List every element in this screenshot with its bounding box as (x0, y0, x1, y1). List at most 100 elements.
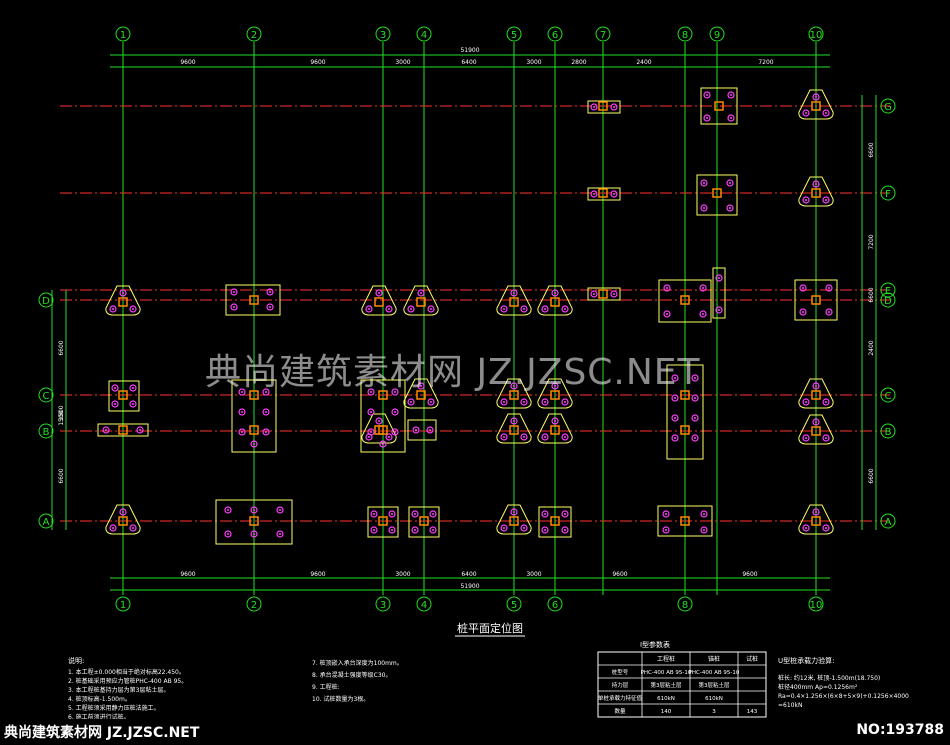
pile-dot (373, 529, 375, 531)
pile-dot (729, 207, 731, 209)
pile (561, 433, 569, 441)
cap-outline (403, 378, 439, 409)
pile (663, 284, 671, 292)
note-middle-0: 7. 桩顶嵌入承台深度为100mm。 (312, 659, 403, 667)
pile (500, 433, 508, 441)
pile-ring (703, 91, 711, 99)
pile (703, 91, 711, 99)
axis-label-top-2: 2 (251, 30, 257, 41)
pile-caps (97, 87, 838, 545)
column-mark (680, 295, 690, 305)
column-mark (811, 516, 821, 526)
column-mark (811, 295, 821, 305)
axis-bubble-right-G (880, 98, 896, 114)
dim-top-overall: 51900 (460, 47, 479, 54)
pile-dot (564, 308, 566, 310)
axis-label-right-B: B (885, 427, 892, 438)
pile (822, 196, 830, 204)
pile-dot (613, 293, 615, 295)
pile (129, 524, 137, 532)
pile (109, 305, 117, 313)
cap-outline (361, 413, 397, 444)
pile-ring (230, 288, 238, 296)
cap-outline (538, 506, 572, 538)
axis-label-top-8: 8 (682, 30, 688, 41)
note-left-2: 3. 本工程桩基持力层为第3层粘土层。 (68, 686, 169, 694)
axis-label-left-B: B (43, 427, 50, 438)
pile (111, 384, 119, 392)
triangular-pile-cap (105, 504, 141, 535)
rect-pile-cap (215, 499, 293, 545)
cap-outline (225, 284, 281, 316)
triangular-pile-cap (105, 285, 141, 316)
pile-dot (132, 403, 134, 405)
pile-ring (262, 428, 270, 436)
pile-ring (426, 426, 434, 434)
pile-ring (510, 289, 518, 297)
cap-outline (108, 380, 140, 412)
pile (266, 288, 274, 296)
pile-dot (253, 509, 255, 511)
pile (412, 426, 420, 434)
pile-dot (370, 411, 372, 413)
pile (541, 305, 549, 313)
pile-ring (500, 398, 508, 406)
pile (417, 289, 425, 297)
column-mark (509, 390, 519, 400)
pile-dot (544, 513, 546, 515)
pile-dot (564, 436, 566, 438)
dim-right-0: 6600 (868, 142, 875, 157)
table-cell-3-0: 数量 (614, 707, 626, 715)
pile-dot (554, 292, 556, 294)
pile-dot (805, 199, 807, 201)
dim-bottom-2: 3000 (395, 571, 410, 578)
dim-left-0: 6600 (58, 340, 65, 355)
pile-ring (715, 306, 723, 314)
axis-bubble-top-5 (506, 26, 522, 42)
pile-ring (822, 434, 830, 442)
pile-ring (379, 440, 387, 448)
pile-ring (610, 290, 618, 298)
pile-dot (666, 313, 668, 315)
cap-outline (408, 506, 440, 538)
cap-outline (496, 285, 532, 316)
column-mark (550, 390, 560, 400)
column-mark (118, 297, 128, 307)
cap-outline (231, 379, 277, 453)
column-mark (598, 188, 608, 198)
pile-dot (503, 436, 505, 438)
axis-bubble-top-9 (709, 26, 725, 42)
pile-ring (802, 196, 810, 204)
triangular-pile-cap (537, 285, 573, 316)
pile-dot (703, 182, 705, 184)
pile-ring (375, 417, 383, 425)
pile-dot (613, 193, 615, 195)
pile (700, 510, 708, 518)
cap-outline (537, 413, 573, 444)
pile-dot (703, 513, 705, 515)
dim-top-6: 2400 (636, 59, 651, 66)
axis-label-bottom-6: 6 (552, 600, 558, 611)
pile (520, 524, 528, 532)
pile (102, 426, 110, 434)
cap-outline (798, 176, 834, 207)
table-cell-1-0: 持力层 (612, 681, 629, 689)
pile-ring (825, 308, 833, 316)
axis-bubble-top-6 (547, 26, 563, 42)
axis-bubble-bottom-3 (375, 596, 391, 612)
column-mark (118, 425, 128, 435)
pile-dot (523, 527, 525, 529)
pile (812, 418, 820, 426)
pile-ring (367, 428, 375, 436)
pile-ring (561, 510, 569, 518)
pile (500, 398, 508, 406)
pile-dot (513, 511, 515, 513)
pile-ring (136, 426, 144, 434)
pile-ring (700, 526, 708, 534)
pile (699, 284, 707, 292)
pile (230, 303, 238, 311)
column-mark (714, 101, 724, 111)
pile (802, 398, 810, 406)
pile (610, 190, 618, 198)
pile-ring (129, 524, 137, 532)
